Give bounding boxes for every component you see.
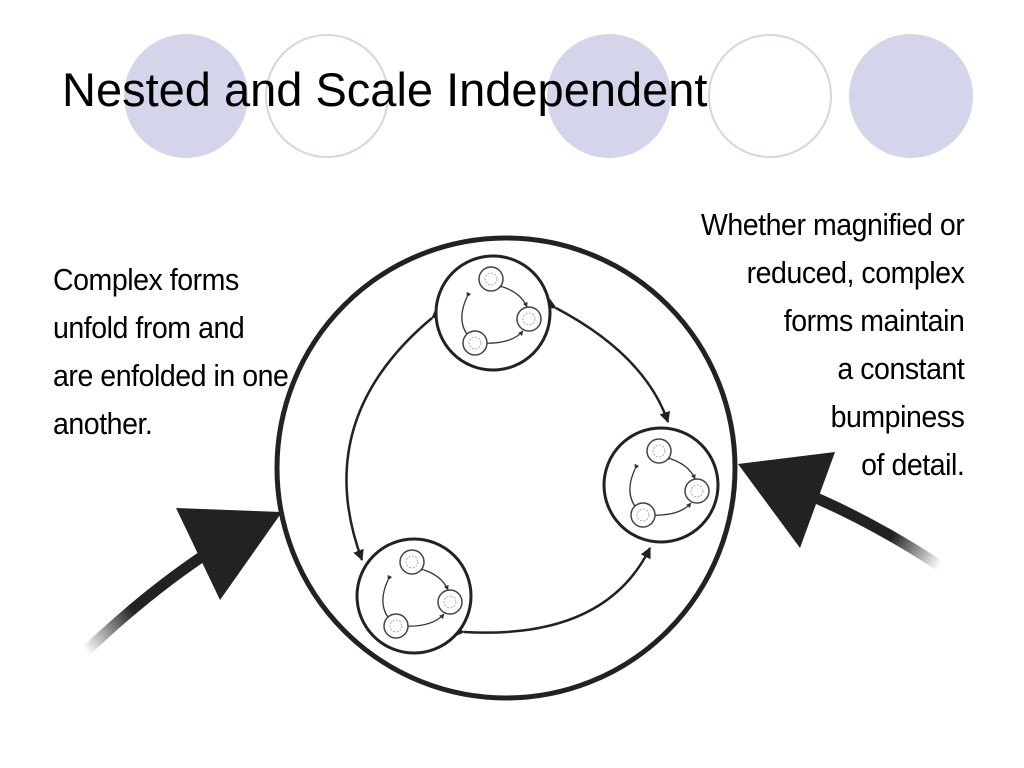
incoming-arrow-right [796,486,946,572]
outer-circle [274,235,738,701]
decorative-circle-2 [265,34,389,158]
incoming-arrow-left [79,542,221,658]
subcircle-bottom-left [357,539,471,653]
right-text-line: Whether magnified or [700,207,965,242]
incoming-arrowhead-right [738,452,835,548]
left-text-line: unfold from and [53,310,245,345]
decorative-circle-1 [124,34,248,158]
right-description: Whether magnified or reduced, complex fo… [700,201,965,489]
left-description: Complex forms unfold from and are enfold… [53,256,289,448]
slide-title: Nested and Scale Independent [62,63,708,116]
left-text-line: Complex forms [53,262,239,297]
right-text-line: of detail. [860,447,965,482]
cycle-arrow-bottom [453,547,652,637]
decorative-circle-4 [708,34,832,158]
right-text-line: bumpiness [830,399,964,434]
incoming-arrowhead-left [176,508,282,600]
right-text-line: forms maintain [783,303,964,338]
left-text-line: are enfolded in one [53,358,289,393]
left-text-line: another. [53,406,153,441]
right-text-line: a constant [836,351,964,386]
decorative-circle-3 [547,34,671,158]
cycle-arrow-right [544,298,670,424]
subcircle-top [436,256,550,370]
decorative-circle-5 [849,34,973,158]
cycle-arrow-left [345,307,444,562]
right-text-line: reduced, complex [746,255,964,290]
